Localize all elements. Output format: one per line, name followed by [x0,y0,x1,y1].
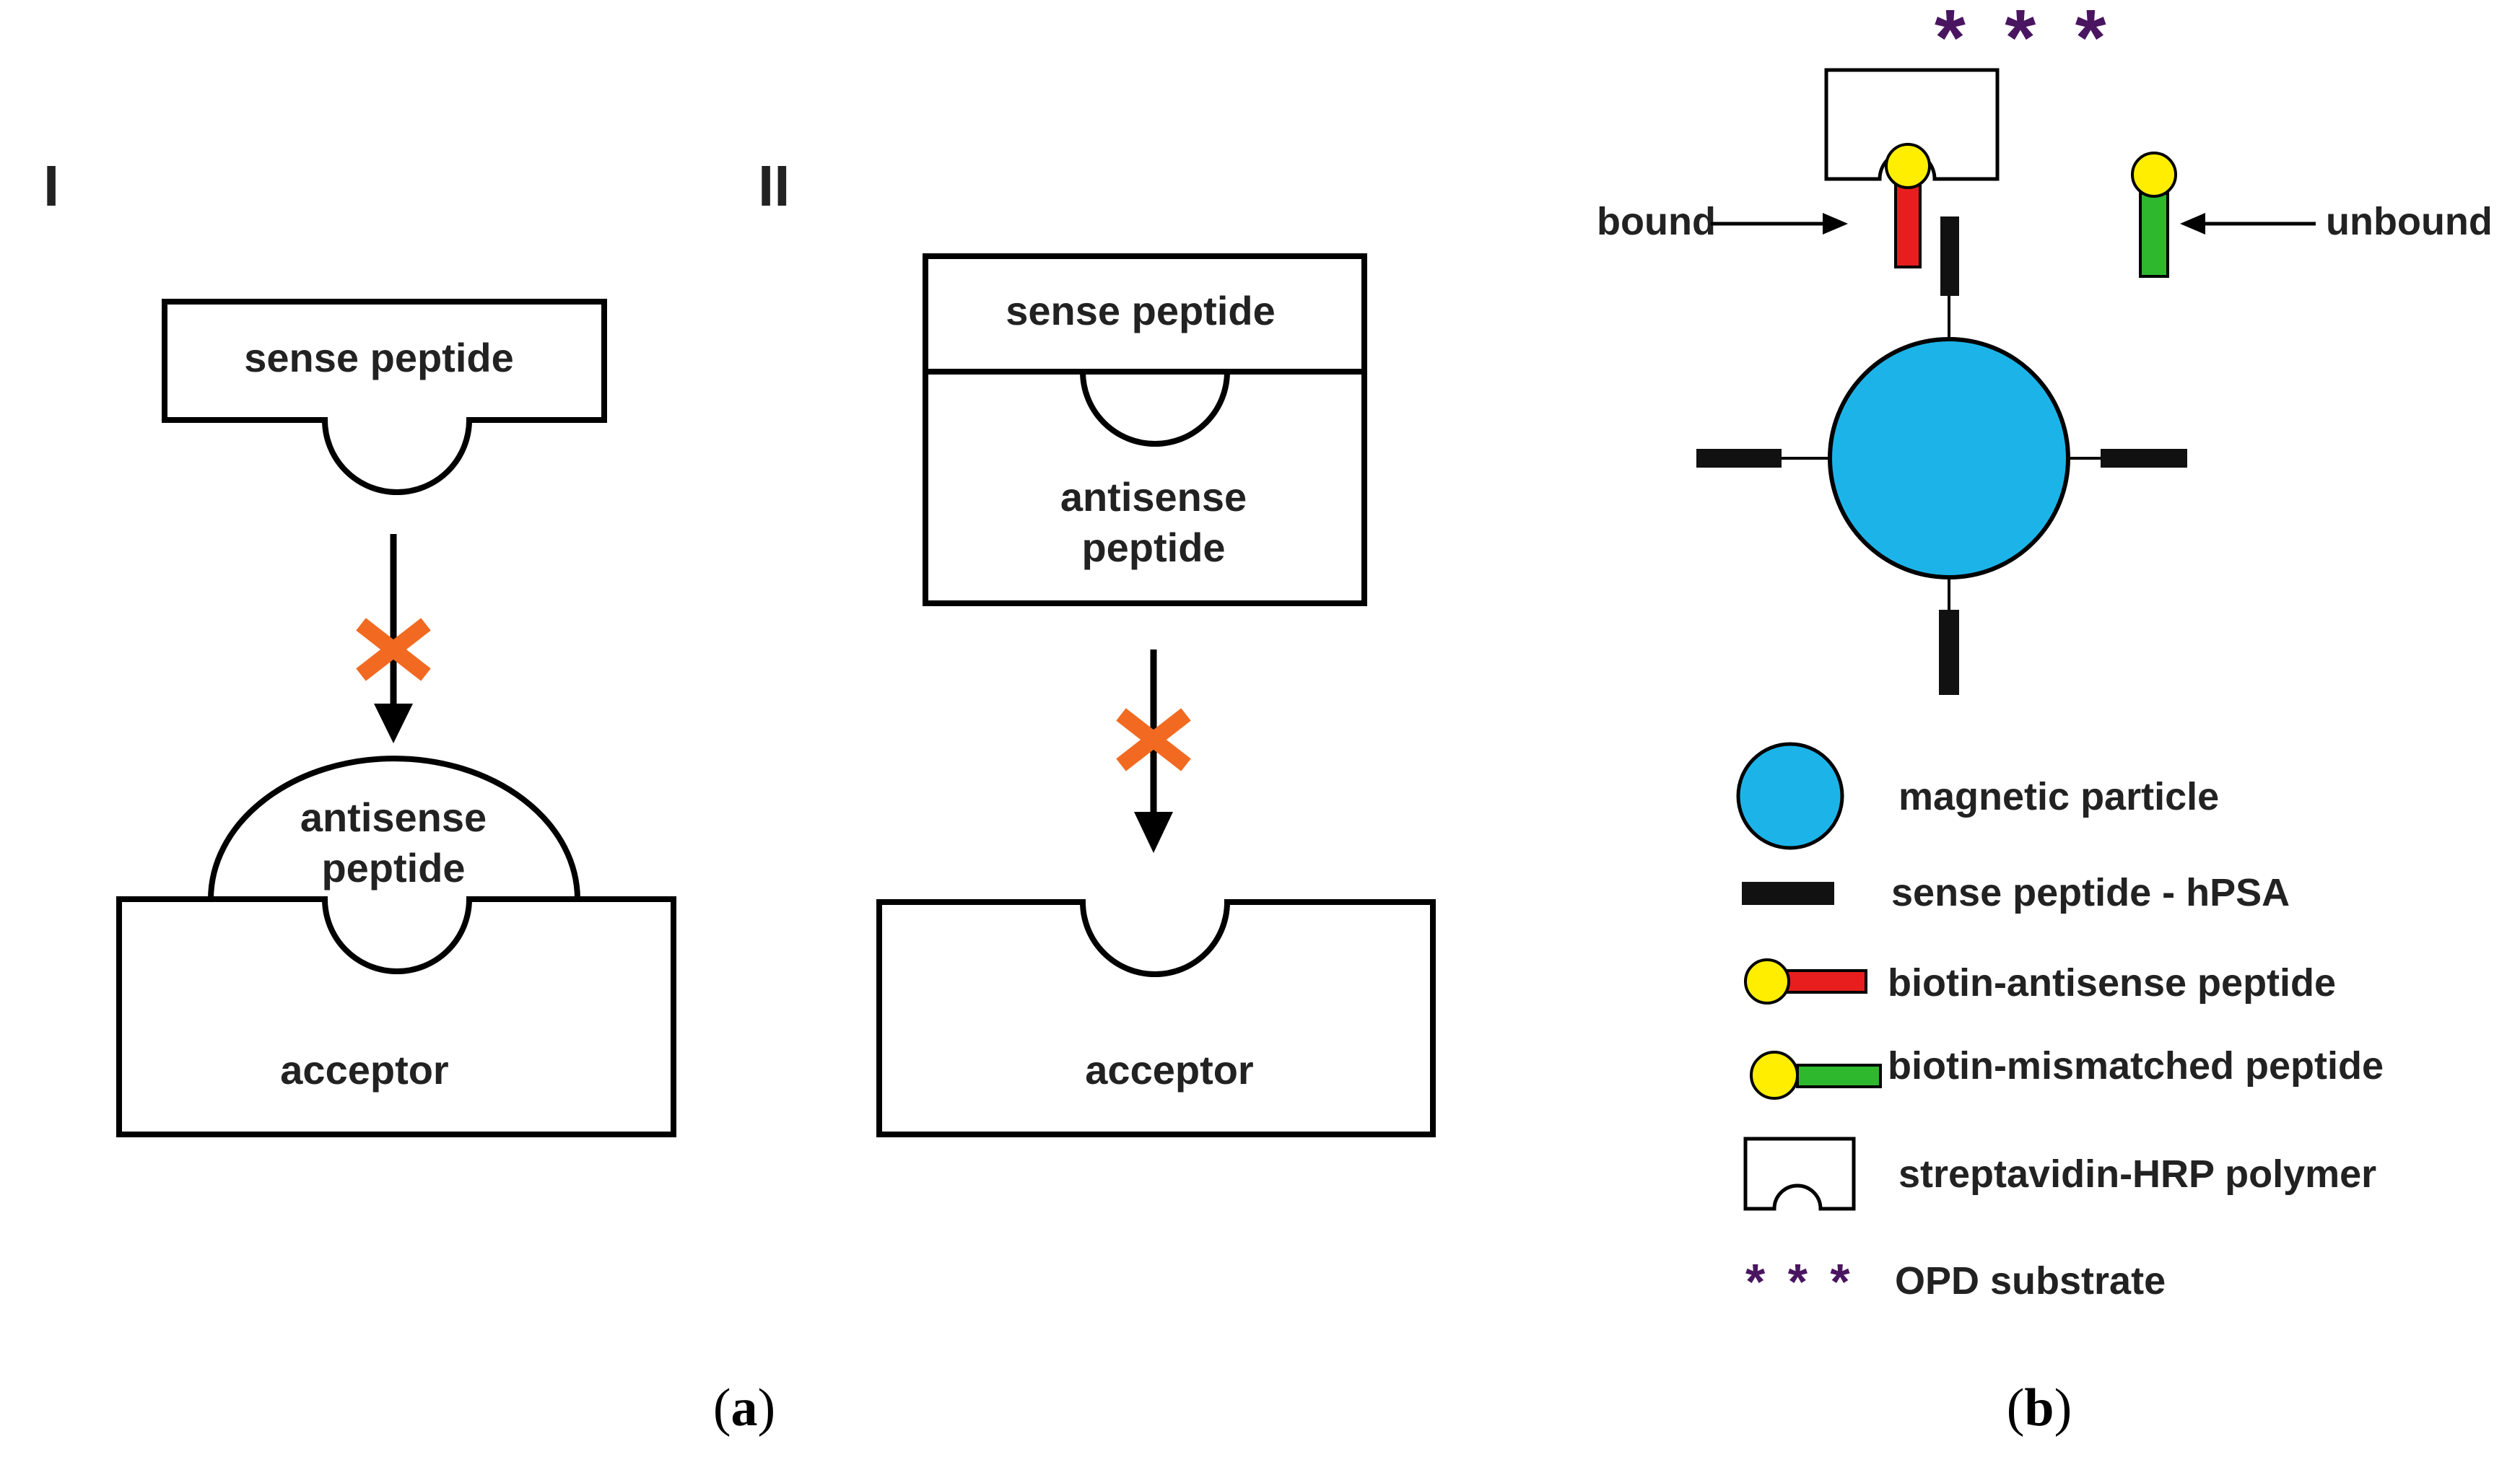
antisense-label-line1: antisense [1060,474,1247,520]
sense-peptide-stick-bottom [1939,610,1959,695]
acceptor-shape [116,896,676,1137]
blocked-cross-icon [356,618,431,681]
magnetic-particle [1828,337,2070,579]
panel-a: I II sense peptide antisense peptide acc… [43,154,1436,1438]
scheme-I-label: I [43,154,59,218]
panel-b: * * * bound unbound [1597,0,2493,1438]
unbound-biotin-mismatched-peptide [2131,152,2177,278]
legend-magnetic-particle-icon [1736,742,1844,850]
scheme-I: sense peptide antisense peptide acceptor [116,299,676,1137]
legend-streptavidin-icon [1743,1137,1856,1211]
binding-arrow-head [1134,812,1173,853]
legend-sense-peptide-label: sense peptide - hPSA [1891,871,2290,914]
legend-biotin-mismatched-icon [1750,1051,1882,1100]
sense-peptide-shape [162,299,607,495]
legend-biotin-mismatched-label: biotin-mismatched peptide [1888,1044,2384,1088]
legend-biotin-antisense-label: biotin-antisense peptide [1888,961,2336,1005]
sense-peptide-label: sense peptide [244,335,513,380]
acceptor-label: acceptor [1085,1047,1253,1093]
magnetic-particle-assembly [1696,216,2187,695]
legend-opd-label: OPD substrate [1895,1259,2166,1303]
sense-peptide-box [923,253,1367,375]
panel-a-caption: (a) [713,1378,775,1438]
legend: magnetic particle sense peptide - hPSA b… [1736,742,2384,1310]
sense-peptide-stick-left [1696,449,1782,468]
unbound-arrow-head [2180,213,2205,235]
acceptor-shape [876,899,1436,1137]
antisense-label-line2: peptide [1081,525,1225,570]
sense-peptide-stick-right [2101,449,2187,468]
sense-peptide-label: sense peptide [1006,288,1275,333]
scheme-II-label: II [758,154,790,218]
bound-arrow-head [1823,213,1848,235]
antisense-label-line1: antisense [300,795,487,840]
blocked-cross-icon [1116,708,1191,771]
scheme-II: sense peptide antisense peptide acceptor [876,253,1436,1137]
panel-b-caption: (b) [2007,1378,2072,1438]
legend-opd-asterisks-icon: * * * [1745,1253,1854,1310]
legend-sense-peptide-icon [1742,882,1834,905]
bound-biotin-antisense-peptide [1885,143,1931,268]
antisense-complex-shape [923,369,1367,606]
acceptor-label: acceptor [280,1047,448,1093]
binding-arrow-head [374,704,413,743]
legend-biotin-antisense-icon [1744,958,1867,1005]
antisense-label-line2: peptide [321,845,465,891]
antisense-dome-shape [208,756,580,900]
legend-streptavidin-label: streptavidin-HRP polymer [1898,1152,2376,1196]
sense-peptide-stick-top [1940,216,1959,296]
unbound-label: unbound [2326,200,2493,243]
legend-magnetic-particle-label: magnetic particle [1898,775,2219,818]
bound-label: bound [1597,200,1716,243]
